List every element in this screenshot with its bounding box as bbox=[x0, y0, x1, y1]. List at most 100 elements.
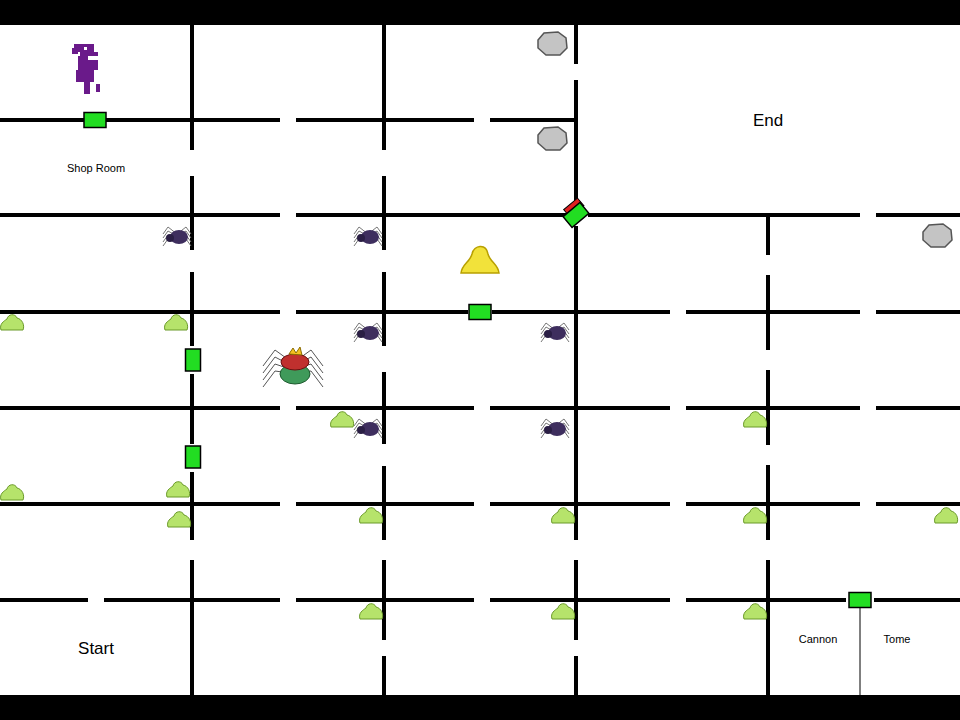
spider-sprite bbox=[354, 227, 382, 246]
slime-sprite bbox=[165, 315, 188, 330]
slime-sprite bbox=[1, 485, 24, 500]
wall bbox=[876, 213, 960, 217]
wall bbox=[874, 598, 960, 602]
door bbox=[849, 593, 871, 608]
door bbox=[186, 446, 201, 468]
wall bbox=[490, 118, 576, 122]
slime-sprite bbox=[744, 604, 767, 619]
spider-head bbox=[357, 426, 365, 434]
wall bbox=[686, 406, 860, 410]
boss-crown bbox=[289, 347, 302, 355]
wall bbox=[0, 213, 280, 217]
boss-shell bbox=[281, 354, 309, 370]
spider-head bbox=[544, 426, 552, 434]
wall bbox=[190, 374, 194, 444]
spider-head bbox=[357, 330, 365, 338]
slime-sprite bbox=[935, 508, 958, 523]
spider-head bbox=[544, 330, 552, 338]
map-ground bbox=[0, 25, 960, 695]
slime-sprite bbox=[331, 412, 354, 427]
wall bbox=[0, 310, 280, 314]
spider-head bbox=[166, 234, 174, 242]
wall bbox=[766, 370, 770, 445]
spider-sprite bbox=[354, 323, 382, 342]
slime-sprite bbox=[1, 315, 24, 330]
wall bbox=[588, 213, 860, 217]
room-label: Shop Room bbox=[67, 162, 125, 174]
boss-spider-sprite bbox=[263, 347, 323, 387]
wall bbox=[766, 560, 770, 695]
spider-sprite bbox=[541, 323, 569, 342]
room-label: End bbox=[753, 112, 783, 131]
wall bbox=[382, 176, 386, 250]
wall bbox=[766, 215, 770, 255]
wall bbox=[190, 25, 194, 150]
wall bbox=[0, 598, 88, 602]
wall bbox=[574, 80, 578, 205]
wall bbox=[296, 213, 566, 217]
item-label: Cannon bbox=[799, 633, 838, 645]
pixel bbox=[96, 84, 100, 92]
door bbox=[186, 349, 201, 371]
wall bbox=[876, 310, 960, 314]
spider-sprite bbox=[163, 227, 191, 246]
wall bbox=[876, 406, 960, 410]
slime-sprite bbox=[744, 508, 767, 523]
wall bbox=[0, 502, 280, 506]
wall bbox=[382, 466, 386, 540]
slime-sprite bbox=[167, 482, 190, 497]
pixel bbox=[78, 56, 88, 60]
bell-sprite bbox=[461, 246, 499, 273]
slime-sprite bbox=[168, 512, 191, 527]
spider-sprite bbox=[354, 419, 382, 438]
wall bbox=[686, 310, 860, 314]
spider-head bbox=[357, 234, 365, 242]
wall bbox=[382, 272, 386, 346]
wall bbox=[490, 598, 670, 602]
pixel bbox=[84, 47, 87, 50]
pixel bbox=[72, 48, 78, 54]
wall bbox=[490, 406, 670, 410]
bottom-bar bbox=[0, 695, 960, 720]
wall bbox=[574, 226, 578, 540]
wall bbox=[574, 25, 578, 64]
rock-sprite bbox=[923, 224, 952, 247]
wall bbox=[574, 560, 578, 640]
rock-sprite bbox=[538, 127, 567, 150]
wall bbox=[490, 502, 670, 506]
item-label: Tome bbox=[884, 633, 911, 645]
wall bbox=[574, 656, 578, 695]
wall bbox=[686, 502, 860, 506]
wall bbox=[382, 25, 386, 150]
locked-door bbox=[560, 198, 590, 227]
room-label: Start bbox=[78, 640, 114, 659]
door bbox=[84, 113, 106, 128]
wall bbox=[190, 560, 194, 695]
wall bbox=[190, 472, 194, 540]
slime-sprite bbox=[744, 412, 767, 427]
wall bbox=[766, 465, 770, 540]
slime-sprite bbox=[552, 604, 575, 619]
pixel bbox=[78, 60, 98, 70]
door bbox=[563, 203, 589, 228]
pixel bbox=[76, 70, 94, 82]
rock-sprite bbox=[538, 32, 567, 55]
slime-sprite bbox=[552, 508, 575, 523]
top-bar bbox=[0, 0, 960, 25]
wall bbox=[766, 275, 770, 350]
wall bbox=[876, 502, 960, 506]
pixel bbox=[80, 52, 98, 56]
pixel bbox=[84, 82, 90, 94]
wall bbox=[382, 372, 386, 444]
wall bbox=[0, 406, 280, 410]
wall bbox=[382, 560, 386, 640]
wall bbox=[190, 272, 194, 346]
slime-sprite bbox=[360, 604, 383, 619]
wall bbox=[382, 656, 386, 695]
walls bbox=[0, 25, 960, 695]
wall bbox=[492, 310, 670, 314]
door bbox=[469, 305, 491, 320]
slime-sprite bbox=[360, 508, 383, 523]
